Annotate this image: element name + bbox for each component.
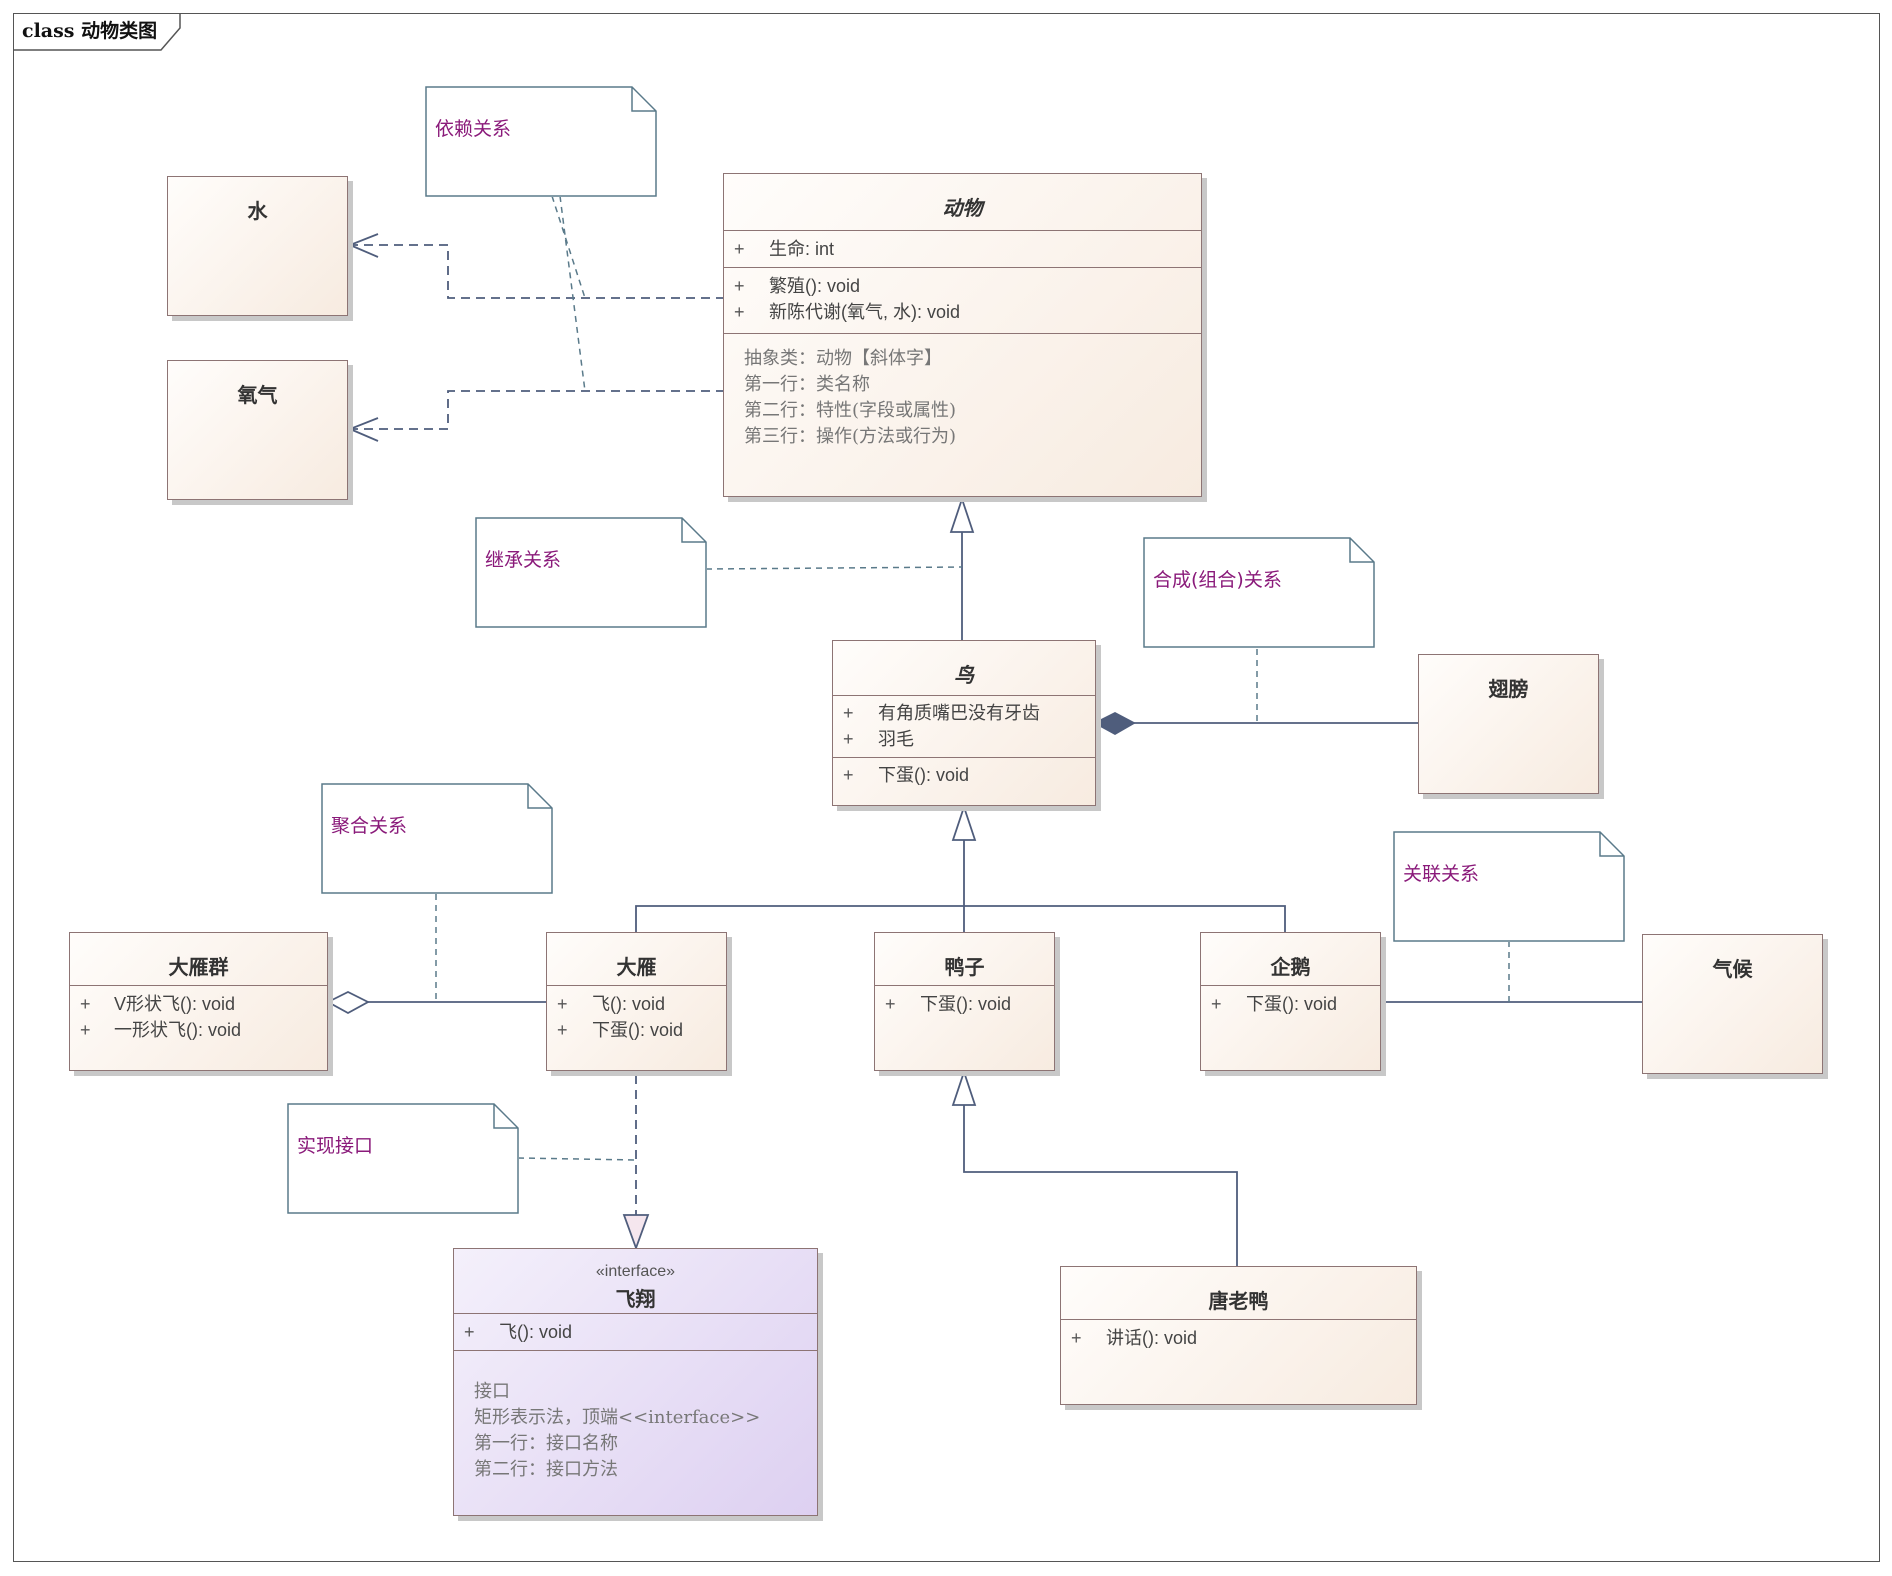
stereotype-label: «interface»	[595, 1263, 676, 1280]
dependency-animal-oxygen	[350, 390, 725, 430]
note-shape	[287, 1103, 519, 1214]
class-name: 大雁	[616, 955, 657, 979]
class-name: 气候	[1712, 957, 1753, 981]
class-wing[interactable]: 翅膀	[1418, 654, 1599, 794]
class-donald-duck[interactable]: 唐老鸭 +讲话(): void	[1060, 1266, 1417, 1405]
note-realization: 实现接口	[287, 1103, 519, 1214]
class-climate[interactable]: 气候	[1642, 934, 1823, 1074]
note-shape	[1143, 537, 1375, 648]
note-line: 第二行：特性(字段或属性)	[744, 400, 957, 421]
note-composition: 合成(组合)关系	[1143, 537, 1375, 648]
inheritance-triangle-duck	[951, 1069, 977, 1106]
operation-row: +下蛋(): void	[885, 994, 1012, 1014]
realization-triangle	[622, 1214, 650, 1251]
frame-title: class 动物类图	[22, 20, 158, 42]
class-penguin[interactable]: 企鹅 +下蛋(): void	[1200, 932, 1381, 1071]
operation-row: +V形状飞(): void	[80, 994, 236, 1014]
class-bird[interactable]: 鸟 +有角质嘴巴没有牙齿 +羽毛 +下蛋(): void	[832, 640, 1096, 806]
dependency-arrowhead-water	[347, 233, 379, 258]
operations-section: +飞(): void +下蛋(): void	[547, 985, 726, 1048]
class-goose-flock[interactable]: 大雁群 +V形状飞(): void +一形状飞(): void	[69, 932, 328, 1071]
operation-row: +下蛋(): void	[1211, 994, 1338, 1014]
operation-row: +新陈代谢(氧气, 水): void	[734, 302, 961, 322]
class-name: 大雁群	[168, 955, 229, 979]
note-shape	[425, 86, 657, 197]
class-oxygen[interactable]: 氧气	[167, 360, 348, 500]
operation-row: +繁殖(): void	[734, 276, 861, 296]
operation-row: +一形状飞(): void	[80, 1020, 242, 1040]
attribute-row: +有角质嘴巴没有牙齿	[843, 703, 1040, 723]
note-line: 接口	[474, 1381, 510, 1402]
class-duck[interactable]: 鸭子 +下蛋(): void	[874, 932, 1055, 1071]
note-dependency: 依赖关系	[425, 86, 657, 197]
notes-section: 接口 矩形表示法，顶端<<interface>> 第一行：接口名称 第二行：接口…	[454, 1350, 817, 1483]
note-anchor-inheritance	[705, 566, 963, 570]
operations-section: +V形状飞(): void +一形状飞(): void	[70, 985, 327, 1048]
note-shape	[475, 517, 707, 628]
note-line: 第三行：操作(方法或行为)	[744, 426, 957, 447]
note-line: 第一行：类名称	[744, 374, 870, 395]
attribute-row: +生命: int	[734, 239, 835, 259]
note-line: 抽象类：动物【斜体字】	[744, 348, 942, 369]
operation-row: +下蛋(): void	[843, 765, 970, 785]
class-name: 氧气	[237, 383, 278, 407]
attribute-row: +羽毛	[843, 729, 914, 749]
inheritance-donald-duck	[963, 1105, 1238, 1266]
note-anchor-dependency	[551, 195, 586, 392]
note-aggregation: 聚合关系	[321, 783, 553, 894]
aggregation-diamond	[326, 990, 370, 1015]
note-anchor-realization	[517, 1157, 637, 1161]
note-text: 继承关系	[485, 549, 562, 571]
class-name: 唐老鸭	[1208, 1289, 1269, 1313]
class-name: 动物	[942, 196, 983, 220]
note-text: 依赖关系	[435, 118, 512, 140]
operations-section: +下蛋(): void	[1201, 985, 1380, 1022]
composition-diamond	[1093, 711, 1136, 736]
note-text: 关联关系	[1403, 863, 1480, 885]
interface-fly[interactable]: «interface» 飞翔 +飞(): void 接口 矩形表示法，顶端<<i…	[453, 1248, 818, 1516]
class-name: 鸭子	[944, 955, 985, 979]
note-shape	[1393, 831, 1625, 942]
frame-tab-shape	[13, 13, 181, 51]
operations-section: +繁殖(): void +新陈代谢(氧气, 水): void	[724, 267, 1201, 333]
operations-section: +下蛋(): void	[875, 985, 1054, 1022]
class-name: 水	[247, 199, 268, 223]
note-shape	[321, 783, 553, 894]
dependency-arrowhead-oxygen	[347, 417, 379, 442]
note-text: 聚合关系	[331, 815, 408, 837]
operations-section: +讲话(): void	[1061, 1319, 1416, 1356]
operation-row: +飞(): void	[557, 994, 666, 1014]
note-text: 实现接口	[297, 1135, 374, 1157]
operation-row: +飞(): void	[464, 1322, 573, 1342]
note-line: 第二行：接口方法	[474, 1459, 618, 1480]
inheritance-triangle-animal	[949, 496, 975, 533]
attributes-section: +生命: int	[724, 230, 1201, 267]
note-line: 第一行：接口名称	[474, 1433, 618, 1454]
operations-section: +飞(): void	[454, 1313, 817, 1350]
class-name: 鸟	[954, 663, 974, 687]
attributes-section: +有角质嘴巴没有牙齿 +羽毛	[833, 695, 1095, 757]
inheritance-tree	[635, 840, 1286, 933]
note-inheritance: 继承关系	[475, 517, 707, 628]
class-animal[interactable]: 动物 +生命: int +繁殖(): void +新陈代谢(氧气, 水): vo…	[723, 173, 1202, 497]
operation-row: +讲话(): void	[1071, 1328, 1198, 1348]
dependency-animal-water	[350, 244, 725, 299]
operations-section: +下蛋(): void	[833, 757, 1095, 792]
notes-section: 抽象类：动物【斜体字】 第一行：类名称 第二行：特性(字段或属性) 第三行：操作…	[724, 333, 1201, 450]
note-association: 关联关系	[1393, 831, 1625, 942]
note-text: 合成(组合)关系	[1153, 569, 1282, 591]
inheritance-triangle-bird	[951, 804, 977, 841]
note-line: 矩形表示法，顶端<<interface>>	[474, 1407, 761, 1428]
operation-row: +下蛋(): void	[557, 1020, 684, 1040]
class-goose[interactable]: 大雁 +飞(): void +下蛋(): void	[546, 932, 727, 1071]
class-name: 翅膀	[1488, 677, 1529, 701]
class-name: 企鹅	[1270, 955, 1311, 979]
diagram-frame	[13, 13, 1880, 1562]
class-water[interactable]: 水	[167, 176, 348, 316]
class-name: 飞翔	[615, 1287, 656, 1311]
